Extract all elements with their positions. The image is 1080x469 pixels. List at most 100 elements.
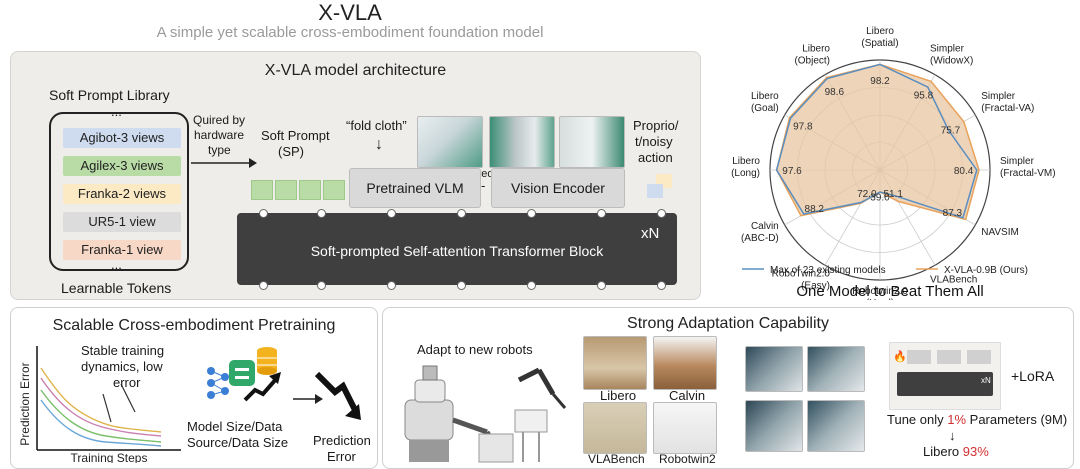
transformer-port (317, 281, 326, 290)
transformer-port (259, 209, 268, 218)
instruction-text: “fold cloth” (346, 118, 407, 133)
radar-axis-label: (Goal) (751, 103, 779, 114)
radar-value-label: 97.8 (793, 121, 813, 132)
transformer-port (457, 209, 466, 218)
radar-axis-label: (Object) (794, 55, 830, 66)
transformer-port (387, 209, 396, 218)
radar-axis-label: RoboTwin2.0 (772, 269, 831, 280)
database-icon (257, 347, 277, 375)
library-ellipsis-bottom: ... (111, 257, 122, 272)
loss-curve (40, 399, 162, 447)
vision-encoder-label: Vision Encoder (511, 180, 605, 196)
pretrained-vlm-box: Pretrained VLM (349, 168, 481, 208)
legend-existing-label: Max of 23 existing models (770, 265, 886, 276)
stable-note-2: dynamics, low (81, 359, 163, 374)
radar-axis-label: Robotwin2.0 (852, 286, 908, 297)
quired-label-2: hardware (194, 128, 245, 142)
radar-value-label: 39.0 (870, 192, 890, 203)
x-axis-label: Training Steps (71, 451, 148, 463)
radar-value-label: 97.6 (782, 166, 802, 177)
quired-label-1: Quired by (193, 113, 246, 127)
adaptation-title: Strong Adaptation Capability (627, 315, 829, 332)
library-item: Franka-1 view (63, 240, 181, 260)
loss-curve (40, 389, 162, 443)
radar-axis-label: Libero (802, 43, 830, 54)
brain-network-icon (207, 367, 229, 399)
realworld-image-4 (807, 400, 865, 452)
lora-xn-label: xN (981, 376, 991, 385)
radar-value-label: 75.7 (941, 125, 961, 136)
quired-label-3: type (208, 143, 231, 157)
architecture-title: X-VLA model architecture (264, 62, 447, 79)
library-item: Agilex-3 views (63, 156, 181, 176)
new-robots-illustration (404, 365, 567, 463)
proprio-label-2: t/noisy (635, 134, 673, 149)
radar-value-label: 95.8 (914, 91, 934, 102)
library-title: Soft Prompt Library (49, 87, 170, 103)
libero-thumbnail (583, 336, 647, 390)
soft-prompt-token (299, 180, 321, 200)
robot-icon-eyes (235, 368, 249, 379)
soft-prompt-label-2: (SP) (278, 144, 304, 159)
transformer-port (597, 209, 606, 218)
radar-axis-label: (Long) (731, 168, 760, 179)
decrease-arrow-icon (314, 371, 361, 420)
proprio-label-1: Proprio/ (633, 118, 679, 133)
robotwin-label: Robotwin2 (659, 452, 716, 466)
tune-only-text: Tune only 1% Parameters (9M) (887, 412, 1067, 427)
architecture-panel: X-VLA model architecture Soft Prompt Lib… (10, 51, 701, 300)
camera-image-3 (559, 116, 625, 168)
proprio-token-blue (647, 184, 663, 198)
existing-series (775, 63, 978, 219)
radar-value-label: 88.2 (805, 204, 825, 215)
transformer-port (259, 281, 268, 290)
realworld-image-2 (807, 346, 865, 392)
radar-axis-label: Libero (732, 156, 760, 167)
radar-axis-label: Simpler (930, 43, 965, 54)
radar-caption: One Model to Beat Them All (796, 283, 983, 300)
vlabench-label: VLABench (588, 452, 645, 466)
loss-curve (40, 367, 162, 433)
camera-image-2 (489, 116, 555, 168)
adaptation-panel: Strong Adaptation Capability Adapt to ne… (382, 307, 1074, 469)
pretraining-panel: Scalable Cross-embodiment Pretraining Pr… (10, 307, 378, 469)
library-ellipsis-top: ... (111, 104, 122, 119)
radar-value-label: 98.6 (825, 87, 845, 98)
transformer-port (527, 281, 536, 290)
radar-value-label: 80.4 (954, 166, 974, 177)
transformer-port (457, 281, 466, 290)
stable-note-3: error (113, 375, 141, 390)
radar-chart: 98.2Libero(Spatial)95.8Simpler(WidowX)75… (731, 26, 1056, 300)
y-axis-label: Prediction Error (18, 362, 32, 445)
vision-encoder-box: Vision Encoder (491, 168, 625, 208)
learnable-tokens-label: Learnable Tokens (61, 280, 172, 296)
library-item: Franka-2 views (63, 184, 181, 204)
library-item: UR5-1 view (63, 212, 181, 232)
transformer-repeat: xN (641, 225, 660, 242)
result-label-1: Prediction (313, 433, 371, 448)
transformer-port (317, 209, 326, 218)
radar-axis-label: (WidowX) (930, 55, 973, 66)
robot-icon (229, 360, 255, 386)
realworld-image-1 (745, 346, 803, 392)
radar-axis-label: Simpler (1000, 156, 1035, 167)
radar-axis-label: (Fractal-VM) (1000, 168, 1056, 179)
query-arrow (191, 158, 257, 168)
radar-axis-label: (Hard) (866, 298, 894, 300)
proprio-label-3: action (638, 150, 673, 165)
radar-axis-label: NAVSIM (981, 227, 1019, 238)
transformer-port (657, 281, 666, 290)
realworld-image-3 (745, 400, 803, 452)
radar-value-label: 72.0 (857, 189, 877, 200)
annotation-pointer (102, 393, 112, 423)
radar-axis-label: Calvin (751, 221, 779, 232)
scale-label-2: Source/Data Size (187, 435, 289, 450)
pretraining-title: Scalable Cross-embodiment Pretraining (52, 317, 336, 334)
new-robots-label: Adapt to new robots (417, 342, 533, 357)
radar-axis-label: (Fractal-VA) (981, 103, 1034, 114)
radar-axis-label: (Easy) (801, 281, 830, 292)
radar-axis-label: Libero (866, 26, 894, 37)
calvin-label: Calvin (669, 388, 706, 403)
soft-prompt-label-1: Soft Prompt (261, 128, 330, 143)
lora-transformer-block (897, 372, 993, 396)
